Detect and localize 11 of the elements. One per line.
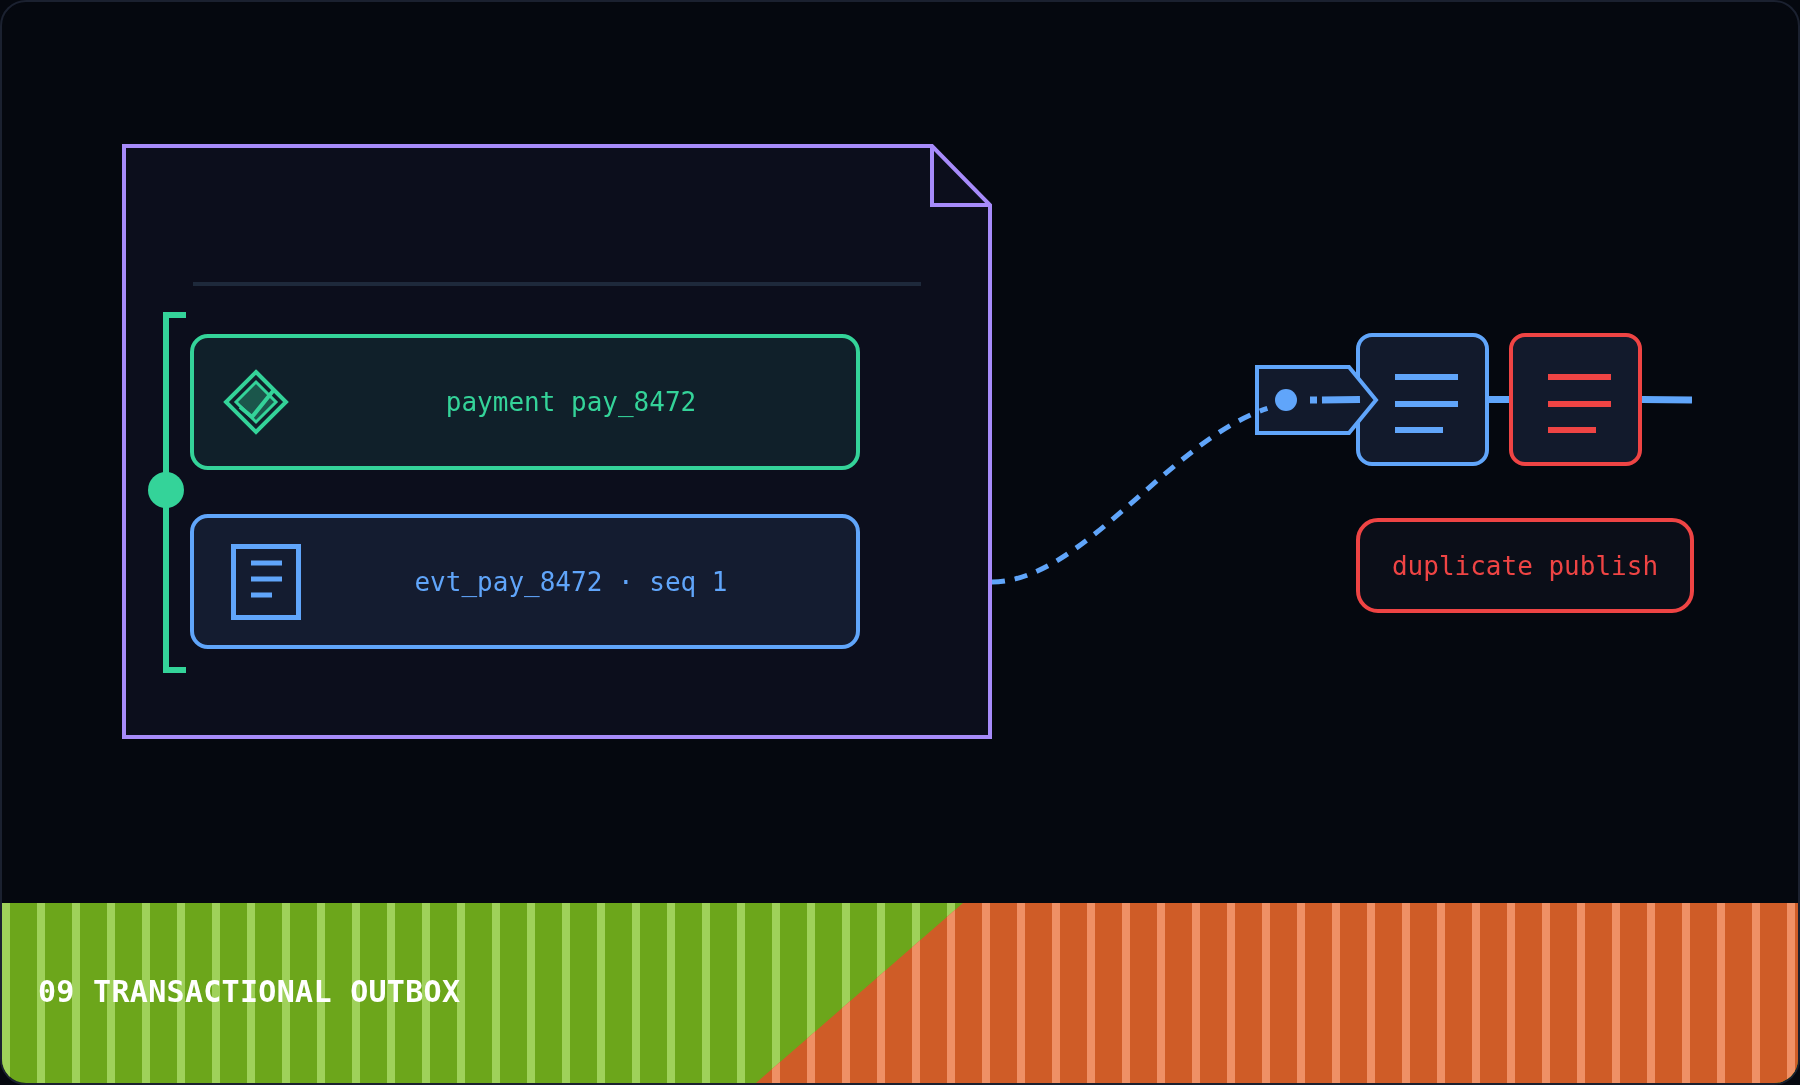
row-label: payment pay_8472 [445, 385, 697, 419]
record-row [190, 514, 860, 649]
connector-line [1641, 396, 1693, 404]
alert-box: duplicate publish [1356, 518, 1694, 613]
message-box [1509, 333, 1642, 466]
dashed-connector [991, 406, 1269, 585]
connector-line [1321, 396, 1361, 404]
record-row [190, 334, 860, 470]
document-shape [122, 144, 992, 739]
row-label: evt_pay_8472 · seq 1 [414, 565, 728, 598]
connector-line [1489, 396, 1509, 403]
